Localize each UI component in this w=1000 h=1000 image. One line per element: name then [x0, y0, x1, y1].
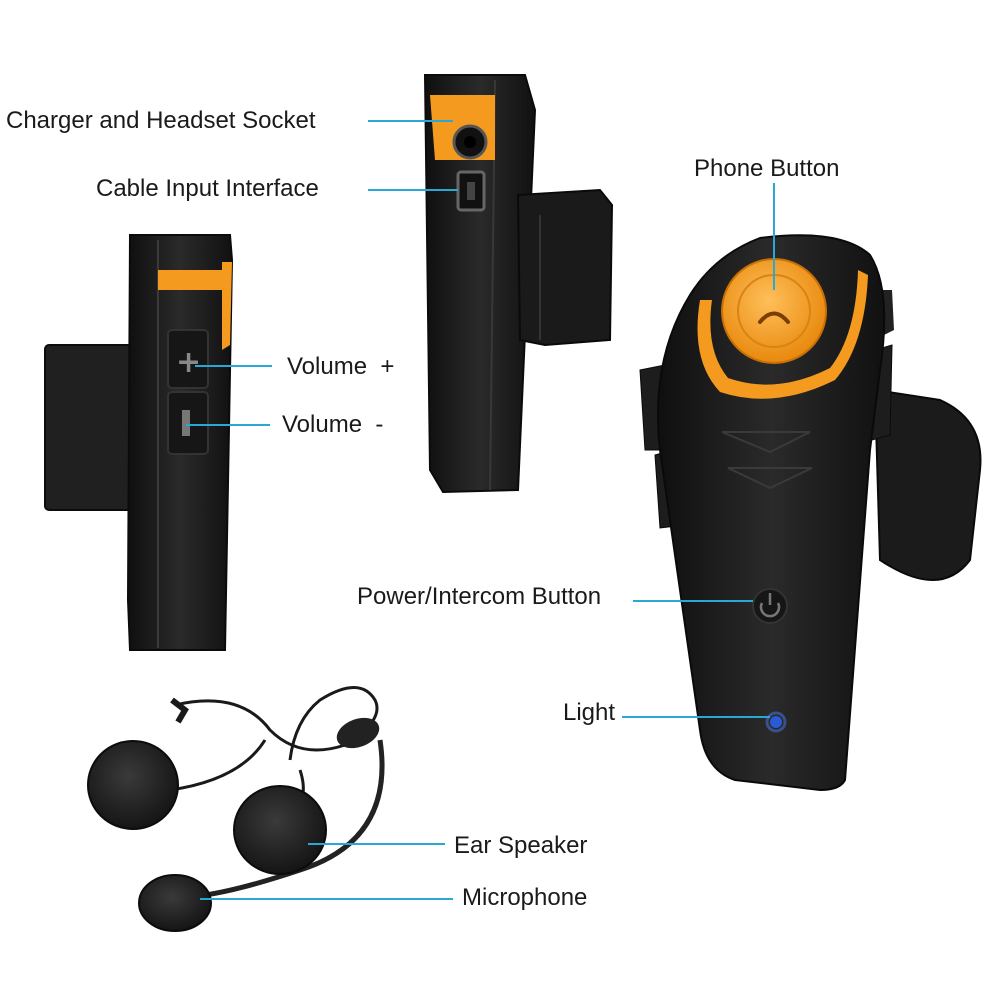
phone-handset-icon: [758, 311, 790, 324]
volume-plus-mark-icon: +: [176, 345, 201, 380]
leader-lines: [186, 120, 775, 900]
side-view-left-device: +: [44, 234, 234, 651]
left-ear-speaker: [87, 740, 179, 830]
power-intercom-button: [752, 588, 788, 624]
label-light: Light: [563, 699, 616, 726]
headset-accessory: [87, 686, 385, 932]
label-ear-speaker: Ear Speaker: [454, 832, 588, 859]
side-view-center-device: [423, 74, 614, 494]
label-charger-socket: Charger and Headset Socket: [6, 107, 316, 134]
label-microphone: Microphone: [462, 884, 588, 911]
status-light: [770, 716, 782, 728]
label-volume-up: Volume +: [287, 353, 395, 380]
front-view-device: [639, 234, 982, 792]
right-ear-speaker: [233, 785, 327, 875]
label-cable-input: Cable Input Interface: [96, 175, 319, 202]
label-volume-down: Volume -: [282, 411, 384, 438]
label-power-intercom: Power/Intercom Button: [357, 583, 602, 610]
microphone-foam: [138, 874, 212, 932]
power-icon: [759, 602, 781, 618]
volume-minus-mark-icon: [182, 410, 190, 436]
label-phone-button: Phone Button: [694, 155, 840, 182]
